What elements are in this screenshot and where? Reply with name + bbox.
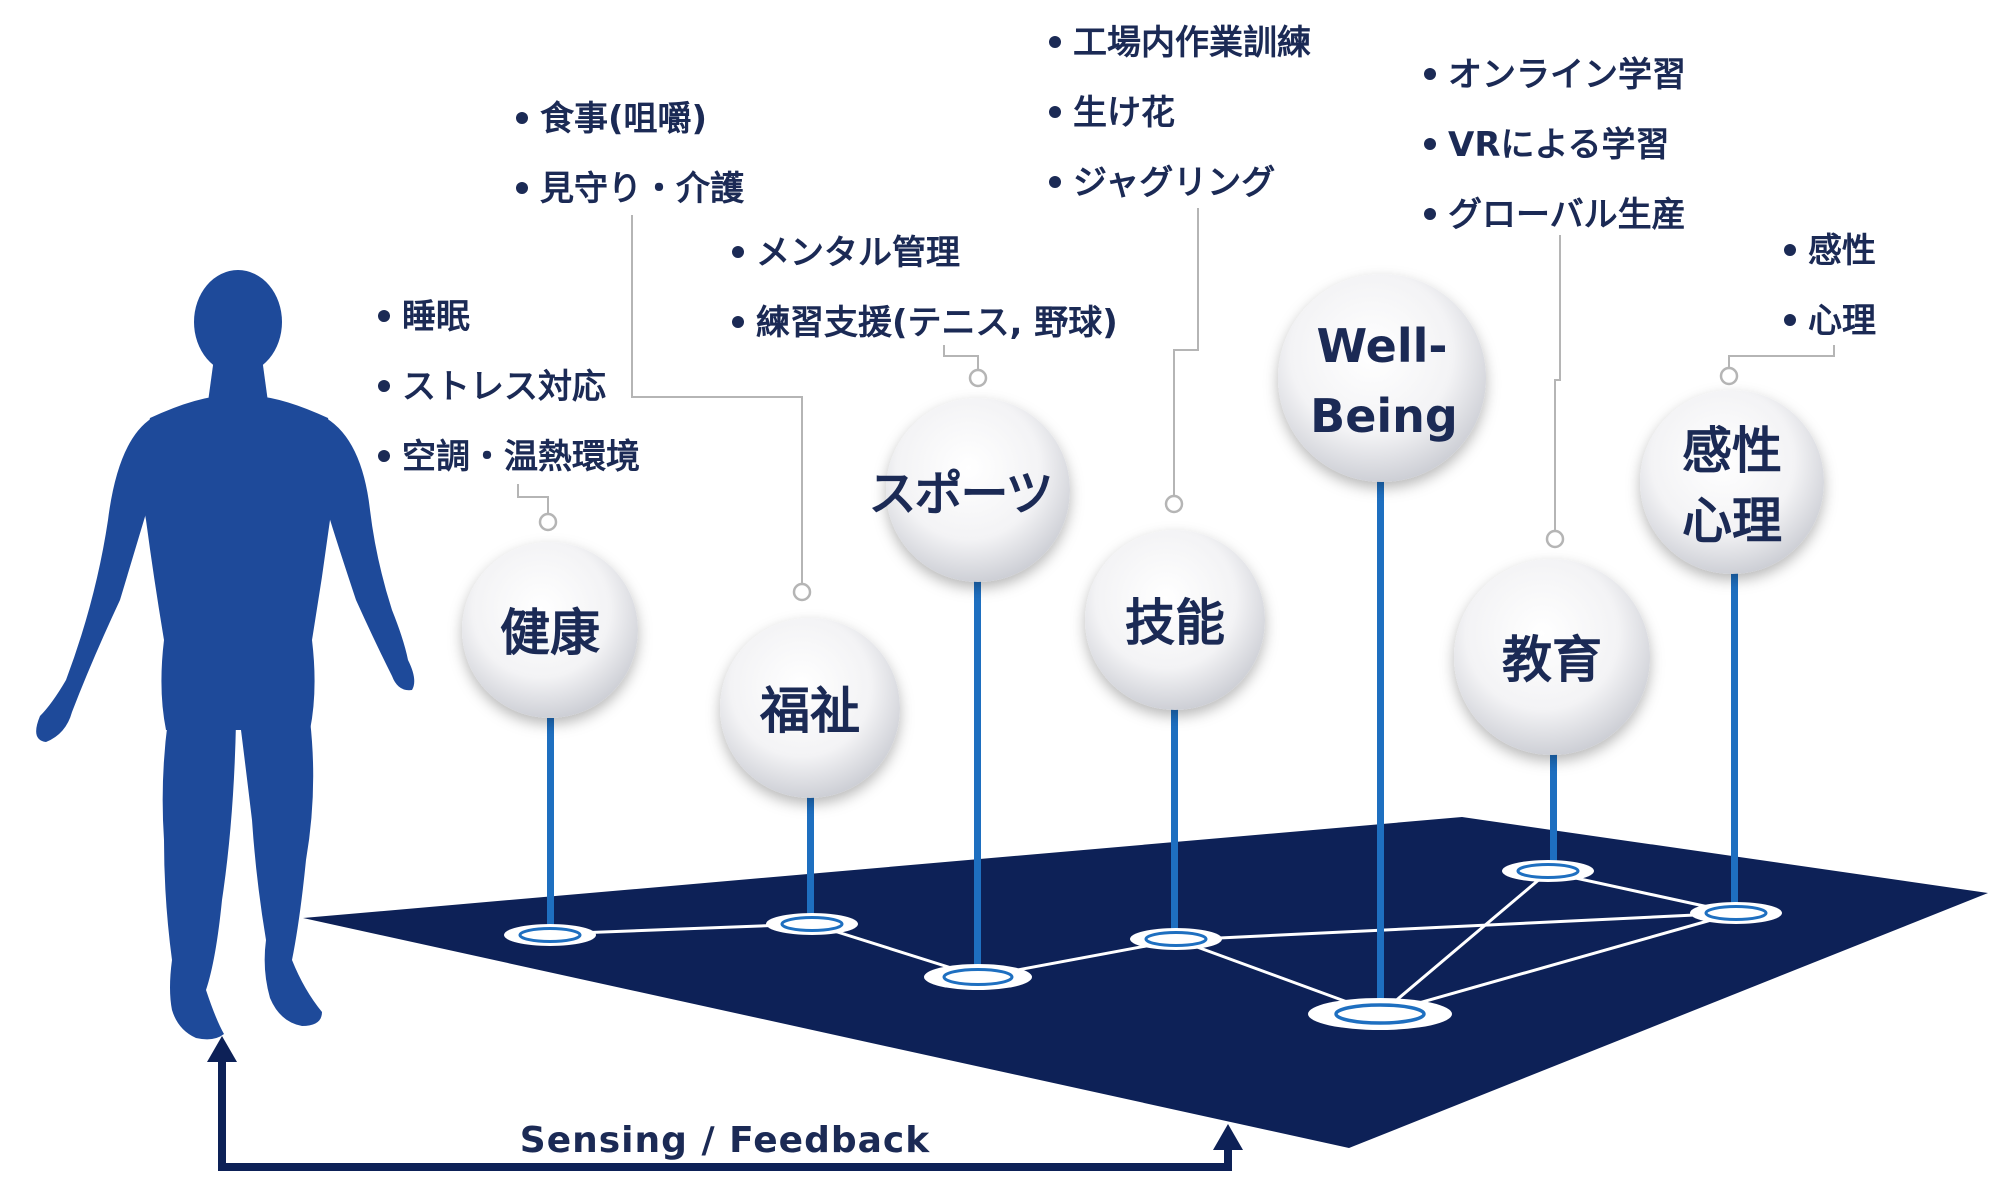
leader-dot — [792, 582, 812, 602]
pin-kansei — [1690, 570, 1782, 924]
bullet-item: VRによる学習 — [1448, 125, 1669, 165]
bullet-dot — [1049, 176, 1061, 188]
leader-dot — [1164, 494, 1184, 514]
ball-kyouiku — [1454, 559, 1650, 755]
bullets-kansei: 感性 心理 — [1784, 231, 1876, 341]
pin-ginou — [1130, 708, 1222, 950]
pin-fukushi — [766, 795, 858, 935]
leader-dot — [538, 512, 558, 532]
node-label-kansei-2: 心理 — [1682, 492, 1782, 550]
leader-dot — [1545, 529, 1565, 549]
leader-dot — [1719, 366, 1739, 386]
node-label-wellbeing-1: Well- — [1317, 319, 1448, 373]
bullet-item: グローバル生産 — [1448, 195, 1686, 235]
bullets-kyouiku: オンライン学習 VRによる学習 グローバル生産 — [1424, 55, 1686, 235]
bullet-item: 空調・温熱環境 — [402, 437, 640, 477]
bullet-lists: 睡眠 ストレス対応 空調・温熱環境 食事(咀嚼) 見守り・介護 メンタル管理 練… — [378, 23, 1876, 477]
platform-plane — [303, 817, 1988, 1148]
node-labels: 健康 福祉 スポーツ 技能 Well- Being 教育 感性 心理 — [500, 319, 1782, 740]
node-label-kenkou: 健康 — [500, 604, 600, 662]
bullet-item: 睡眠 — [402, 297, 470, 337]
leader-dots — [538, 366, 1739, 602]
ball-fukushi — [720, 618, 900, 798]
node-label-sports: スポーツ — [868, 466, 1051, 522]
human-silhouette-icon — [36, 270, 415, 1040]
pin-kenkou — [504, 718, 596, 946]
arrow-head-up-left — [207, 1036, 237, 1062]
ball-sports — [886, 398, 1070, 582]
bullets-fukushi: 食事(咀嚼) 見守り・介護 — [516, 99, 745, 209]
ball-kansei — [1640, 390, 1824, 574]
bullet-dot — [1424, 68, 1436, 80]
bullet-dot — [1049, 36, 1061, 48]
ball-wellbeing — [1278, 274, 1486, 482]
node-label-wellbeing-2: Being — [1310, 389, 1458, 443]
pin-wellbeing — [1308, 478, 1452, 1030]
feedback-arrow: Sensing / Feedback — [207, 1036, 1243, 1171]
ball-ginou — [1085, 530, 1265, 710]
bullet-item: 感性 — [1808, 231, 1876, 271]
pins — [504, 478, 1782, 1030]
bullets-sports: メンタル管理 練習支援(テニス, 野球) — [732, 233, 1118, 343]
pin-sports — [924, 575, 1032, 990]
bullet-dot — [1784, 244, 1796, 256]
bullet-item: 見守り・介護 — [540, 169, 745, 209]
bullets-ginou: 工場内作業訓練 生け花 ジャグリング — [1049, 23, 1311, 203]
ball-kenkou — [462, 542, 638, 718]
bullets-kenkou: 睡眠 ストレス対応 空調・温熱環境 — [378, 297, 640, 477]
bullet-item: 生け花 — [1073, 93, 1175, 133]
bullet-dot — [516, 182, 528, 194]
bullet-dot — [378, 310, 390, 322]
node-label-kyouiku: 教育 — [1502, 631, 1602, 689]
bullet-item: ジャグリング — [1073, 163, 1275, 203]
bullet-item: オンライン学習 — [1448, 55, 1686, 95]
sensing-feedback-label: Sensing / Feedback — [520, 1120, 930, 1161]
bullet-dot — [516, 112, 528, 124]
bullet-dot — [1424, 138, 1436, 150]
bullet-item: メンタル管理 — [756, 233, 960, 273]
bullet-item: 心理 — [1808, 301, 1876, 341]
node-label-ginou: 技能 — [1125, 594, 1225, 652]
arrow-head-up-right — [1213, 1124, 1243, 1150]
bullet-dot — [732, 246, 744, 258]
node-label-kansei-1: 感性 — [1682, 422, 1782, 480]
bullet-dot — [1424, 208, 1436, 220]
bullet-dot — [378, 380, 390, 392]
bullet-item: 練習支援(テニス, 野球) — [756, 303, 1118, 343]
node-label-fukushi: 福祉 — [759, 682, 860, 740]
bullet-item: 工場内作業訓練 — [1073, 23, 1311, 63]
bullet-dot — [1784, 314, 1796, 326]
bullet-item: ストレス対応 — [402, 367, 606, 407]
balls — [462, 274, 1824, 798]
bullet-dot — [378, 450, 390, 462]
bullet-dot — [732, 316, 744, 328]
leader-lines — [517, 208, 1835, 590]
pin-kyouiku — [1502, 745, 1594, 882]
bullet-item: 食事(咀嚼) — [540, 99, 707, 139]
bullet-dot — [1049, 106, 1061, 118]
leader-dot — [968, 368, 988, 388]
